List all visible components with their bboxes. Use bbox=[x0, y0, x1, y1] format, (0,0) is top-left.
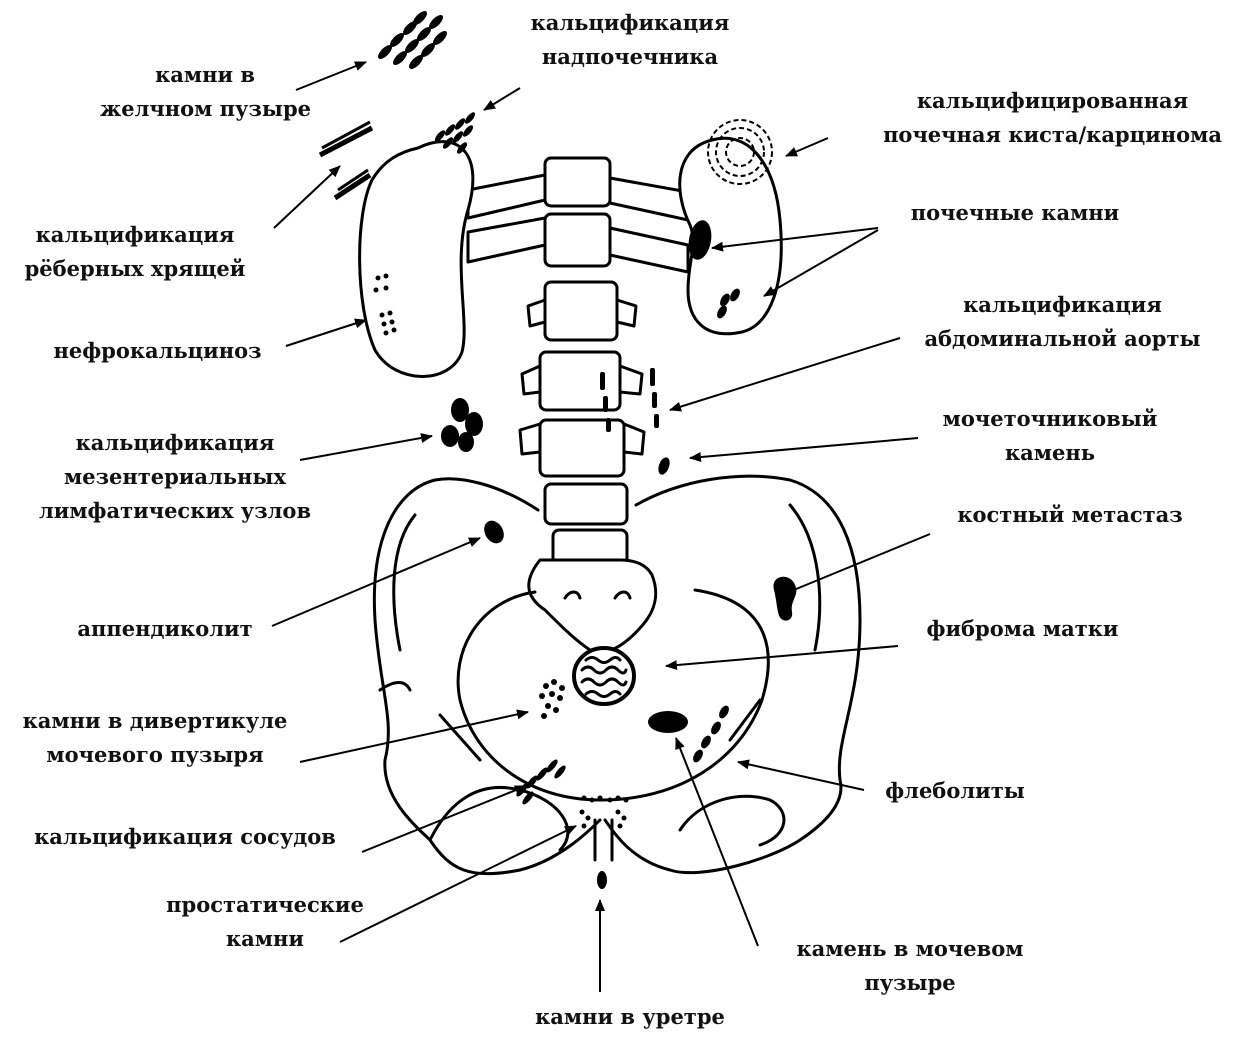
label-phleboliths: флеболиты bbox=[860, 774, 1050, 808]
right-kidney bbox=[360, 142, 473, 377]
gallstones-marks bbox=[376, 9, 449, 71]
label-bone-metastasis: костный метастаз bbox=[930, 498, 1210, 532]
urethral-stone-mark bbox=[597, 871, 607, 889]
ureteric-stone-mark bbox=[656, 456, 672, 476]
label-nephrocalcinosis: нефрокальциноз bbox=[30, 334, 285, 368]
diverticular-stone-marks bbox=[539, 679, 565, 719]
label-appendicolith: аппендиколит bbox=[50, 612, 280, 646]
uterine-fibroid-mark bbox=[574, 648, 634, 704]
label-uterine-fibroid: фиброма матки bbox=[900, 612, 1145, 646]
label-renal-stones: почечные камни bbox=[880, 196, 1150, 230]
bone-metastasis-mark bbox=[773, 577, 796, 621]
mesenteric-node-marks bbox=[441, 398, 483, 452]
sacrum bbox=[529, 560, 656, 652]
label-vascular-calcification: кальцификация сосудов bbox=[0, 820, 370, 854]
costal-cartilage-marks bbox=[320, 122, 372, 198]
bladder-stone-mark bbox=[648, 711, 688, 733]
appendicolith-mark bbox=[480, 517, 508, 547]
label-urethral-stones: камни в уретре bbox=[490, 1000, 770, 1034]
